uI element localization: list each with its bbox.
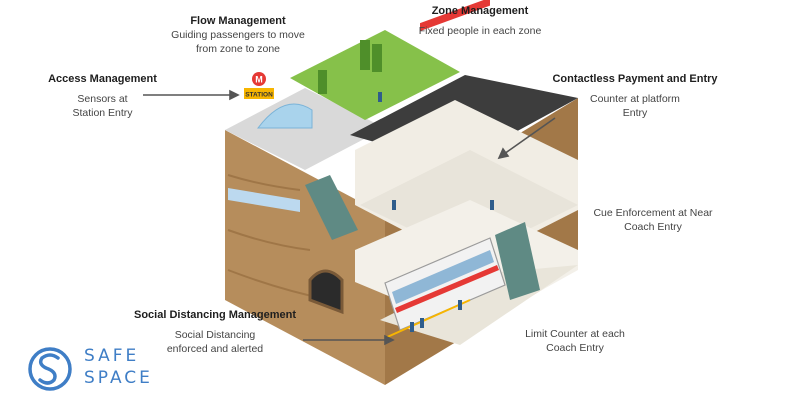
flow-management-label: Flow Management Guiding passengers to mo… [163, 14, 313, 56]
cue-enforcement-desc: Cue Enforcement at Near Coach Entry [593, 207, 713, 233]
access-management-title: Access Management [48, 73, 157, 85]
metro-logo-letter: M [255, 75, 263, 85]
flow-management-desc: Guiding passengers to move from zone to … [171, 29, 305, 55]
train-red-stripe [395, 265, 499, 313]
social-distancing-desc: Social Distancing enforced and alerted [166, 329, 264, 355]
safe-space-logo: SAFE SPACE [28, 344, 158, 392]
station-sign-text: STATION [245, 92, 273, 99]
social-distancing-title: Social Distancing Management [134, 309, 296, 321]
passengers [378, 92, 494, 332]
logo-word-space: SPACE [84, 368, 153, 388]
access-management-desc: Sensors at Station Entry [72, 93, 133, 119]
safe-space-logo-s [38, 353, 60, 385]
contactless-payment-desc: Counter at platform Entry [590, 93, 680, 119]
contactless-payment-title: Contactless Payment and Entry [552, 73, 718, 85]
contactless-payment-label: Contactless Payment and Entry Counter at… [545, 72, 725, 120]
grass-park [290, 30, 460, 120]
cue-enforcement-label: Cue Enforcement at Near Coach Entry [593, 206, 713, 234]
escalator-upper [305, 175, 358, 240]
park-trees [318, 40, 382, 94]
flow-management-title: Flow Management [190, 15, 286, 27]
logo-word-safe: SAFE [84, 346, 140, 366]
zone-management-desc: Fixed people in each zone [418, 25, 542, 37]
tunnel-entrance [308, 269, 344, 315]
underground-water [228, 188, 300, 212]
train-window-band [392, 250, 494, 304]
limit-counter-desc: Limit Counter at each Coach Entry [525, 328, 625, 354]
safe-space-logo-circle [28, 347, 72, 391]
platform-yellow-line [384, 299, 471, 339]
payment-arrow [503, 117, 556, 155]
access-management-label: Access Management Sensors at Station Ent… [40, 72, 165, 120]
escalator-lower [495, 222, 540, 300]
social-distancing-label: Social Distancing Management Social Dist… [130, 308, 300, 356]
limit-counter-label: Limit Counter at each Coach Entry [520, 327, 630, 355]
callout-arrows [143, 89, 556, 346]
soil-left-face [225, 130, 385, 385]
concourse-red-strip [420, 0, 490, 32]
zone-management-title: Zone Management [431, 5, 529, 17]
station-sign-board [244, 88, 274, 99]
station-entrance-canopy [256, 103, 313, 129]
zone-management-label: Zone Management Fixed people in each zon… [405, 4, 555, 38]
metro-logo-circle [252, 72, 266, 86]
